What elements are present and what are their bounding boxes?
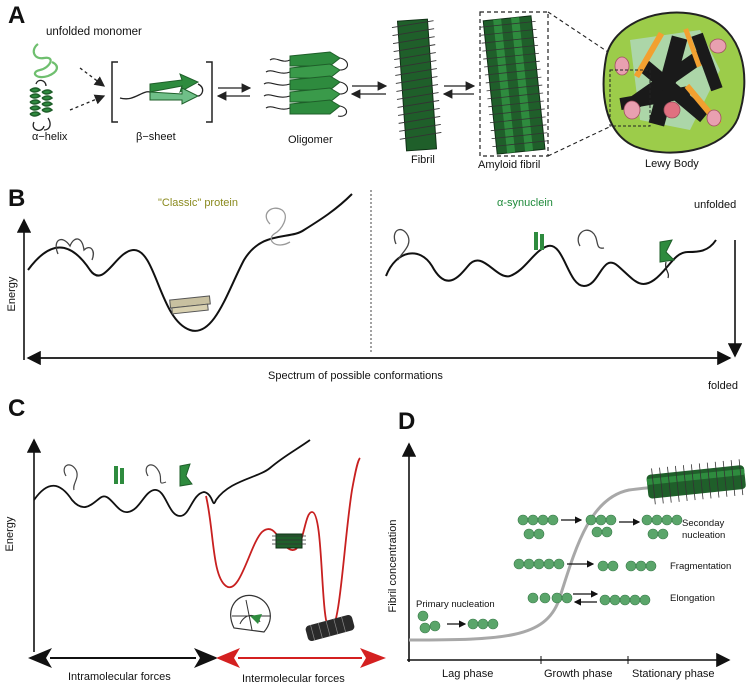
mini-structure-icons: [169, 232, 676, 315]
panel-c-illustration: [26, 438, 386, 668]
panel-c-letter: C: [8, 395, 26, 422]
fragmentation-label: Fragmentation: [670, 561, 732, 572]
amyloid-fibril-icon: [479, 15, 549, 155]
panel-a-illustration: [29, 11, 746, 157]
intramolecular-label: Intramolecular forces: [68, 671, 171, 683]
intermolecular-label: Intermolecular forces: [242, 673, 345, 685]
panel-d-illustration: [401, 442, 746, 668]
alpha-helix-label: α−helix: [32, 131, 68, 143]
classic-energy-curve: [27, 193, 353, 332]
amyloid-fibril-label: Amyloid fibril: [478, 159, 541, 171]
stationary-phase-label: Stationary phase: [632, 668, 715, 680]
amyloid-fibril-box: [479, 11, 549, 157]
elongation-label: Elongation: [670, 593, 715, 604]
spectrum-label: Spectrum of possible conformations: [268, 370, 443, 382]
intermolecular-force-arrow: [216, 648, 386, 668]
secondary-nucleation-label-2: nucleation: [682, 530, 726, 541]
lewy-body-icon: [602, 11, 746, 154]
secondary-nucleation-label-1: Seconday: [682, 518, 725, 529]
lewy-body-label: Lewy Body: [645, 158, 699, 170]
growth-phase-label: Growth phase: [544, 668, 613, 680]
fibril-icon: [391, 18, 442, 152]
unfolded-monomer-icon: [32, 43, 58, 79]
fibril-growth-curve: [408, 484, 726, 642]
panel-d-letter: D: [398, 408, 416, 435]
intermolecular-energy-curve: [205, 457, 361, 631]
classic-protein-label: "Classic" protein: [158, 197, 238, 209]
alpha-synuclein-label: α-synuclein: [497, 197, 553, 209]
monomer-spheres: [417, 514, 683, 634]
fibril-label: Fibril: [411, 154, 435, 166]
intramolecular-energy-curve: [33, 439, 311, 517]
synuclein-energy-curve: [385, 239, 717, 288]
panel-a-letter: A: [8, 2, 26, 29]
primary-nucleation-label: Primary nucleation: [416, 599, 495, 610]
lag-phase-label: Lag phase: [442, 668, 494, 680]
panel-b-illustration: [16, 190, 743, 366]
intramolecular-force-arrow: [28, 648, 218, 668]
top-fibril-icon: [646, 459, 746, 505]
folded-label: folded: [708, 380, 738, 392]
unfolded-label: unfolded: [694, 199, 737, 211]
beta-sheet-icon: [119, 73, 204, 105]
panel-b-letter: B: [8, 185, 26, 212]
oligomer-label: Oligomer: [288, 134, 333, 146]
unfolded-monomer-label: unfolded monomer: [46, 26, 142, 38]
panel-c-mini-icons: [114, 463, 355, 642]
oligomer-icon: [263, 51, 349, 117]
beta-sheet-label: β−sheet: [136, 131, 176, 143]
alpha-helix-icon: [29, 79, 54, 132]
